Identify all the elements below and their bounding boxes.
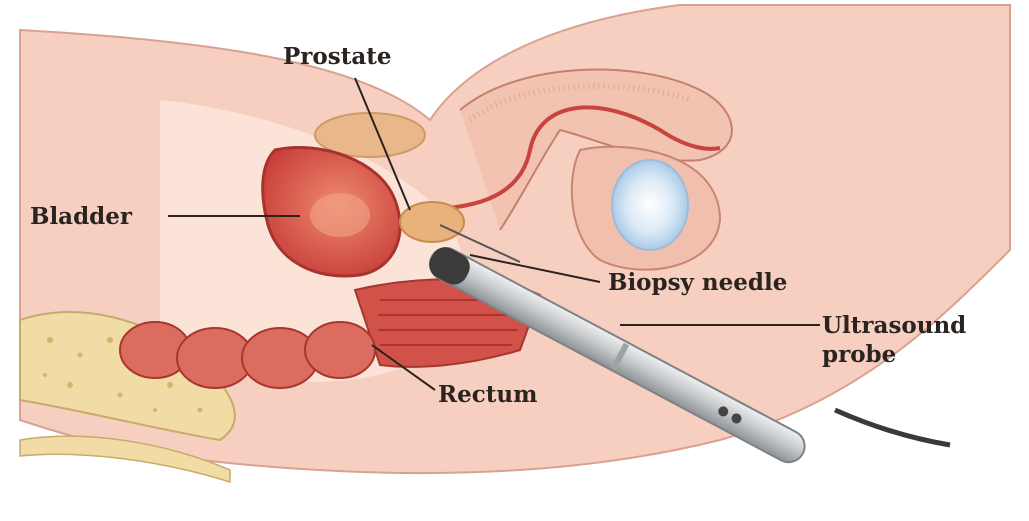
rectum-label: Rectum bbox=[438, 381, 537, 408]
biopsy-needle-label: Biopsy needle bbox=[608, 269, 787, 296]
testis bbox=[612, 160, 688, 250]
prostate-label: Prostate bbox=[283, 43, 392, 70]
ultrasound-probe-label-line1: Ultrasound bbox=[822, 312, 966, 339]
bladder-highlight bbox=[310, 193, 370, 237]
bladder-label: Bladder bbox=[30, 203, 133, 230]
probe-cable bbox=[835, 410, 950, 445]
ultrasound-probe-label-line2: probe bbox=[822, 341, 896, 368]
